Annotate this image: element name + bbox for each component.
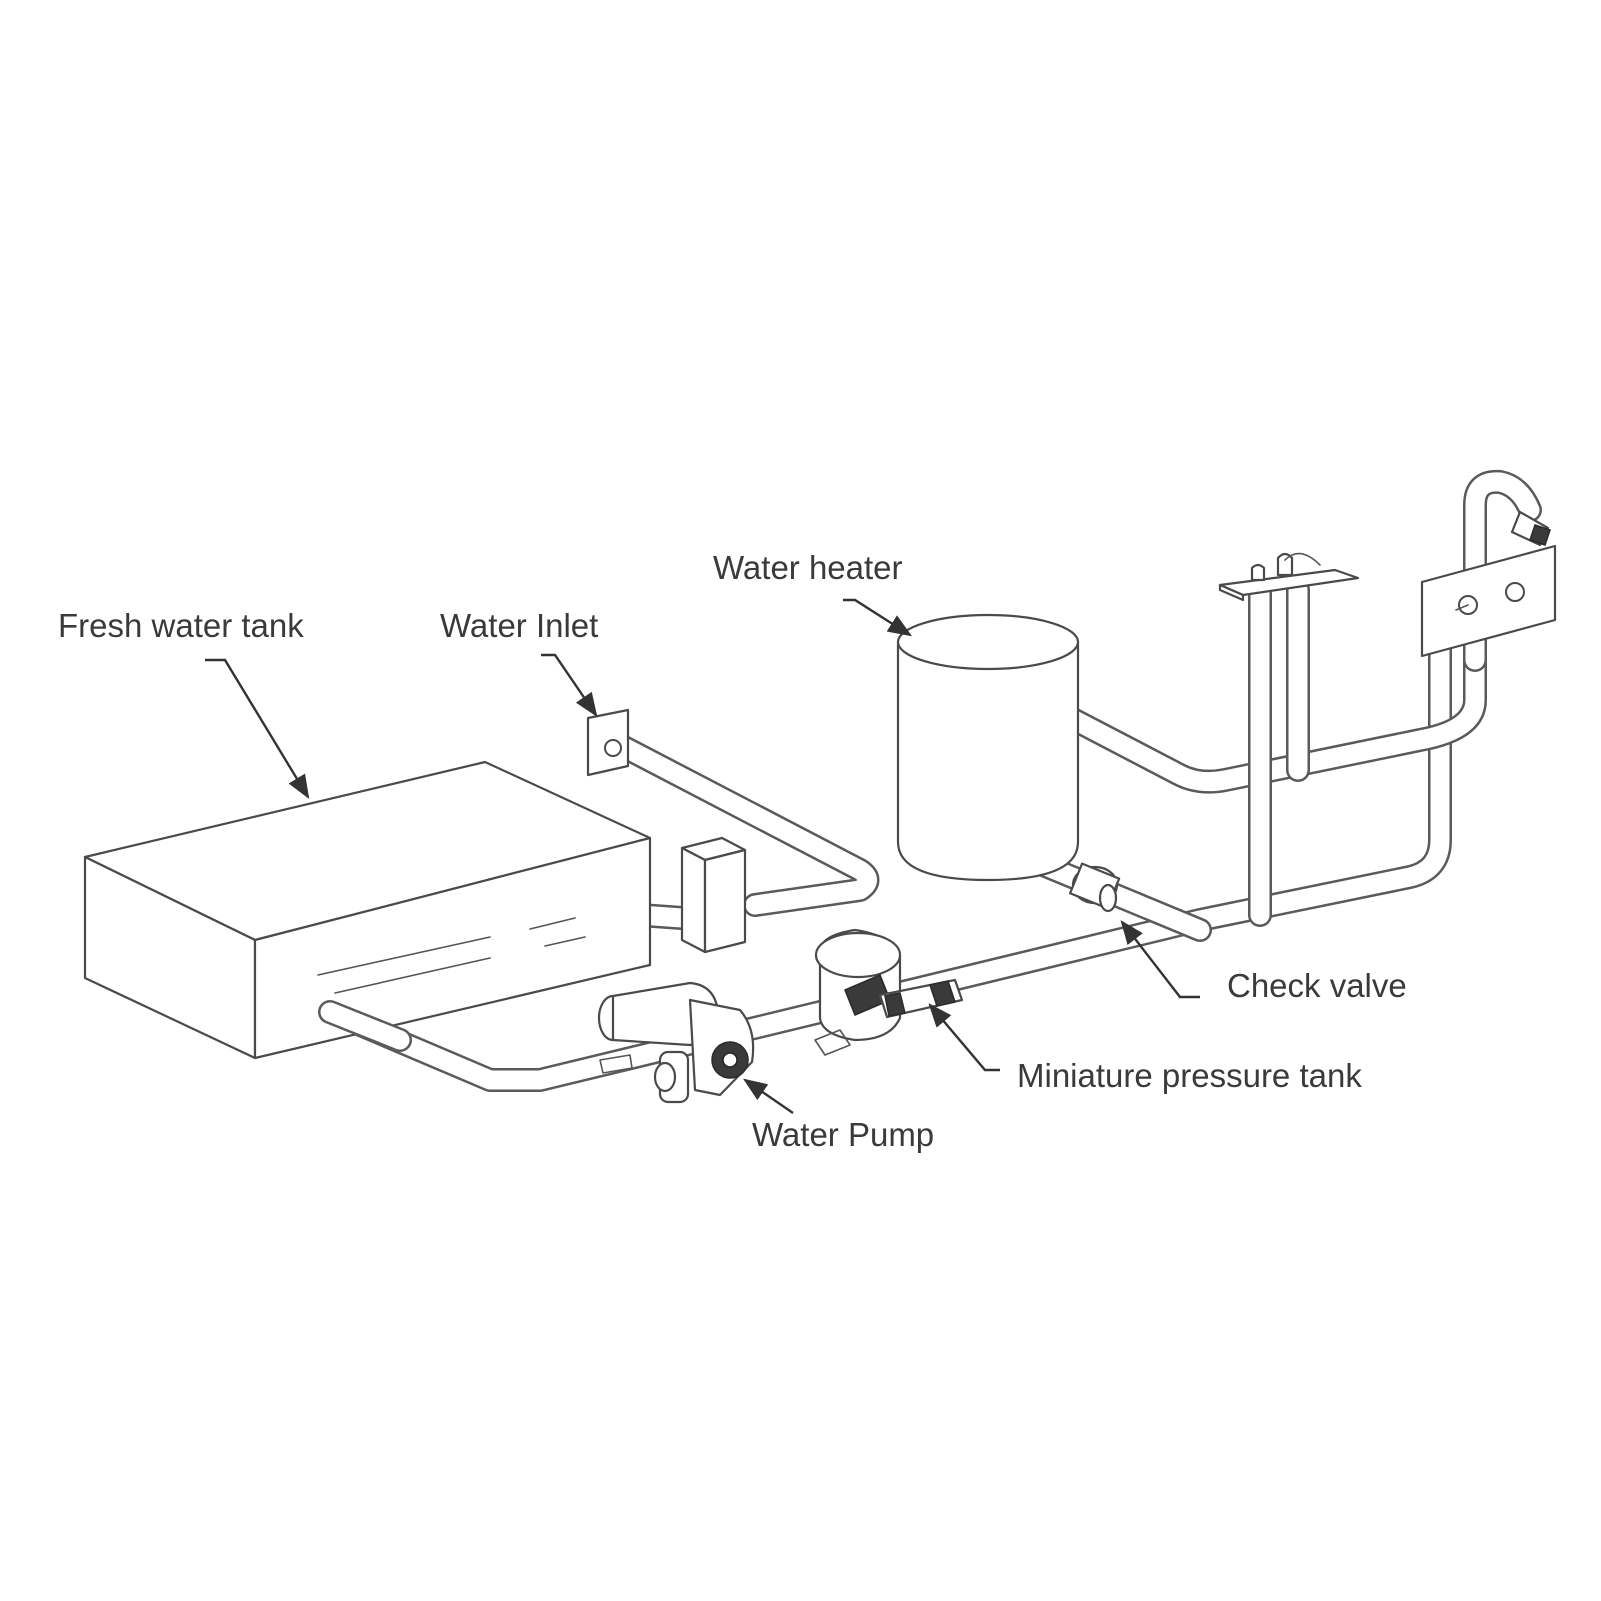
fresh-water-tank bbox=[83, 760, 652, 1060]
label-water-pump: Water Pump bbox=[752, 1116, 934, 1153]
arrow-fresh-water-tank bbox=[205, 658, 310, 800]
labels: Fresh water tank Water Inlet Water heate… bbox=[58, 549, 1407, 1153]
label-water-heater: Water heater bbox=[713, 549, 903, 586]
water-pump bbox=[597, 981, 755, 1104]
label-water-inlet: Water Inlet bbox=[440, 607, 598, 644]
arrow-check-valve bbox=[1120, 920, 1200, 999]
shower-panel bbox=[1420, 510, 1557, 658]
sink-faucet bbox=[1218, 552, 1360, 602]
water-inlet-plate bbox=[586, 708, 630, 777]
arrow-water-inlet bbox=[541, 653, 598, 717]
label-check-valve: Check valve bbox=[1227, 967, 1407, 1004]
water-heater bbox=[896, 613, 1080, 882]
arrow-miniature-pressure-tank bbox=[928, 1003, 1000, 1072]
filler-box bbox=[680, 836, 747, 954]
arrow-water-heater bbox=[843, 598, 913, 637]
miniature-pressure-tank bbox=[814, 928, 964, 1056]
label-fresh-water-tank: Fresh water tank bbox=[58, 607, 304, 644]
check-valve bbox=[1068, 862, 1121, 913]
label-miniature-pressure-tank: Miniature pressure tank bbox=[1017, 1057, 1362, 1094]
arrow-water-pump bbox=[743, 1078, 794, 1114]
leader-lines bbox=[205, 598, 1200, 1114]
